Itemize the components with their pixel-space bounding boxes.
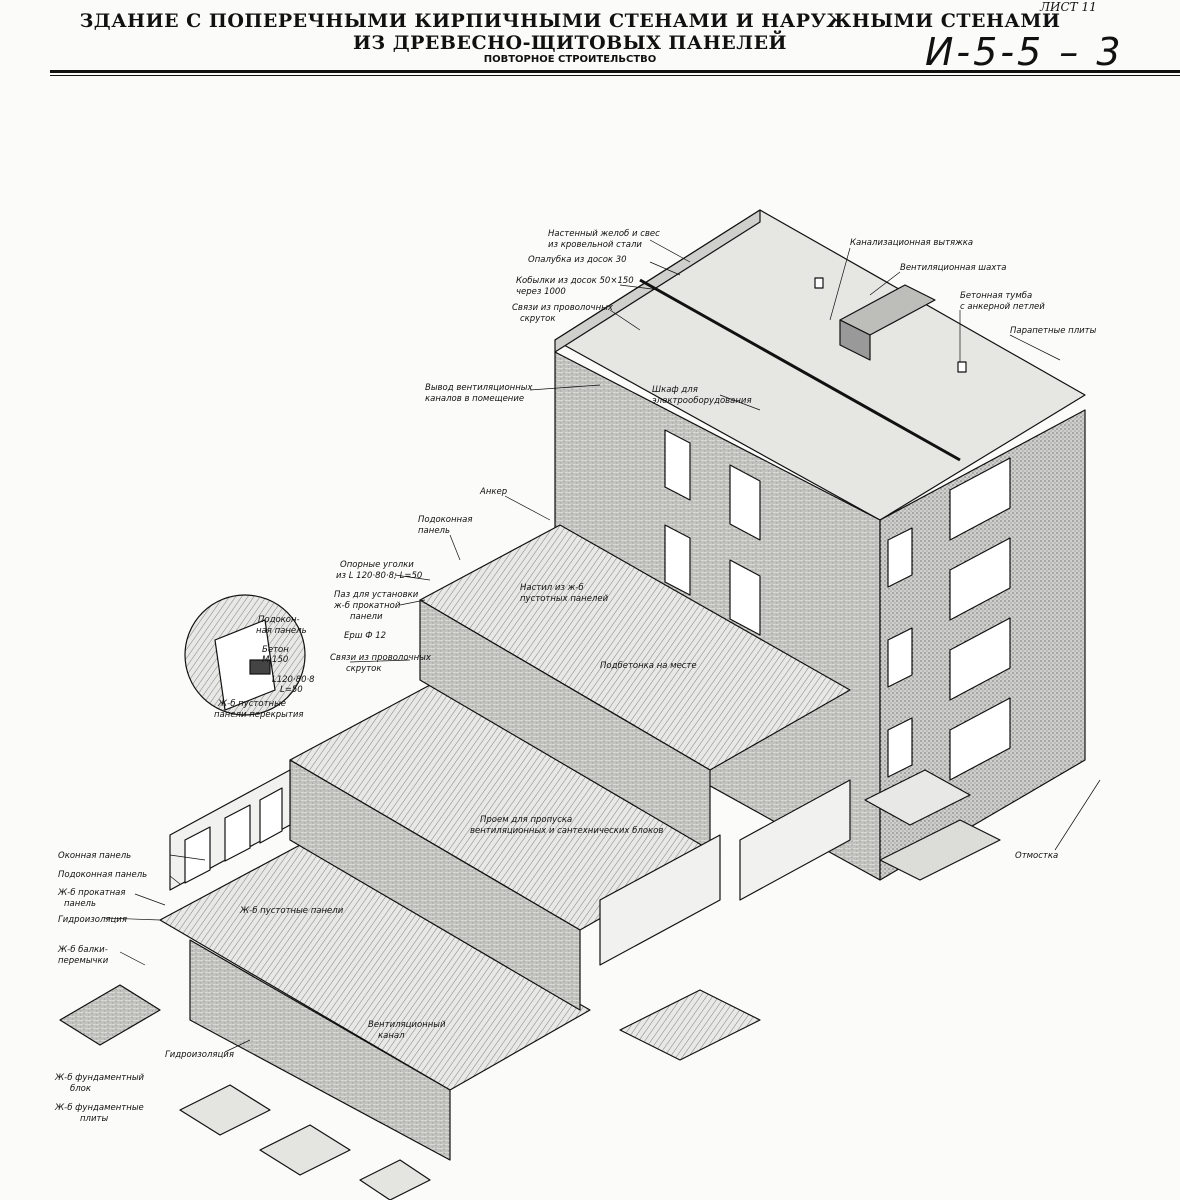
label-vent-outlet: Вывод вентиляционных: [425, 383, 533, 393]
label-beams-2: перемычки: [58, 956, 109, 966]
section-detail: [184, 594, 306, 716]
label-ruff: Ерш Ф 12: [344, 631, 386, 641]
label-groove: Паз для установки: [334, 590, 419, 600]
detail-label-angle-2: L=50: [280, 685, 303, 695]
label-beams: Ж-б балки-: [57, 945, 108, 955]
end-wall-windows: [887, 457, 1011, 781]
label-rolled-panel-2: панель: [64, 899, 96, 909]
sheet-number: ЛИСТ 11: [1040, 0, 1097, 14]
detail-label-concrete: Бетон: [262, 645, 289, 655]
label-waterproofing-low: Гидроизоляция: [165, 1050, 234, 1060]
label-foundation-block-2: блок: [70, 1084, 92, 1094]
subtitle: ПОВТОРНОЕ СТРОИТЕЛЬСТВО: [483, 54, 657, 65]
label-foundation-plates: Ж-б фундаментные: [54, 1103, 144, 1113]
foundation-plate-2: [259, 1124, 351, 1176]
annotation-labels: Настенный желоб и свес из кровельной ста…: [54, 229, 1097, 1124]
detail-label-sill: Подокон-: [258, 615, 300, 625]
label-foundation-block: Ж-б фундаментный: [54, 1073, 145, 1083]
label-steel-angles-2: из L 120·80·8; L=50: [336, 571, 422, 581]
header-rule-thin: [50, 75, 1180, 76]
label-groove-2: ж-б прокатной: [333, 601, 401, 611]
foundation-plate-3: [359, 1159, 431, 1200]
label-concrete-pedestal: Бетонная тумба: [960, 291, 1032, 301]
label-sill-panel-left: Подоконная панель: [58, 870, 147, 880]
label-vent-outlet-2: каналов в помещение: [425, 394, 524, 404]
label-wire-ties-top-2: скруток: [520, 314, 556, 324]
label-gutter: Настенный желоб и свес: [548, 229, 660, 239]
detail-label-sill-2: ная панель: [256, 626, 307, 636]
label-blind-area: Отмостка: [1015, 851, 1058, 861]
leader-lines: [104, 239, 1101, 1053]
lower-wall: [189, 939, 451, 1161]
label-rolled-panel: Ж-б прокатная: [57, 888, 126, 898]
label-steel-angles: Опорные уголки: [340, 560, 414, 570]
label-anchor: Анкер: [479, 487, 507, 497]
foundation-block: [59, 984, 161, 1046]
label-wire-ties-top: Связи из проволочных: [512, 303, 614, 313]
label-opening: Проем для пропуска: [480, 815, 572, 825]
ground-section: [619, 989, 761, 1061]
label-electric-cabinet-2: электрооборудования: [652, 396, 752, 406]
label-foundation-plates-2: плиты: [80, 1114, 108, 1124]
entrance-canopy: [864, 769, 971, 826]
label-hollow-panels-low: Ж-б пустотные панели: [239, 906, 344, 916]
label-window-panel: Оконная панель: [58, 851, 131, 861]
label-sewer-vent: Канализационная вытяжка: [850, 238, 973, 248]
header-rule-thick: [50, 70, 1180, 73]
label-vent-channel: Вентиляционный: [368, 1020, 446, 1030]
label-rafters-2: через 1000: [516, 287, 566, 297]
label-grouting: Подбетонка на месте: [600, 661, 697, 671]
label-wire-ties: Связи из проволочных: [330, 653, 432, 663]
side-wall-windows: [664, 429, 761, 636]
title-line-2: ИЗ ДРЕВЕСНО-ЩИТОВЫХ ПАНЕЛЕЙ: [352, 32, 788, 54]
label-electric-cabinet: Шкаф для: [652, 385, 698, 395]
label-groove-3: панели: [350, 612, 383, 622]
detail-label-angle: L120·80·8: [272, 675, 315, 685]
label-wire-ties-2: скруток: [346, 664, 382, 674]
label-opening-2: вентиляционных и сантехнических блоков: [470, 826, 663, 836]
detail-label-slabs-2: панели перекрытия: [214, 710, 303, 720]
label-waterproofing: Гидроизоляция: [58, 915, 127, 925]
label-hollow-slabs-2: пустотных панелей: [520, 594, 609, 604]
label-vent-shaft: Вентиляционная шахта: [900, 263, 1006, 273]
label-rafters: Кобылки из досок 50×150: [516, 276, 634, 286]
title-line-1: ЗДАНИЕ С ПОПЕРЕЧНЫМИ КИРПИЧНЫМИ СТЕНАМИ …: [79, 10, 1061, 32]
parapet-left: [554, 209, 761, 353]
label-boarding: Опалубка из досок 30: [528, 255, 627, 265]
label-concrete-pedestal-2: с анкерной петлей: [960, 302, 1045, 312]
detail-label-concrete-2: М 150: [262, 655, 288, 665]
label-sill-panel-2: панель: [418, 526, 450, 536]
label-parapet-plates: Парапетные плиты: [1010, 326, 1097, 336]
foundation-plate-1: [179, 1084, 271, 1136]
front-window-band: [739, 779, 851, 901]
building-structure: [59, 209, 1086, 1200]
floor-slab-lower: [159, 844, 591, 1091]
label-hollow-slabs: Настил из ж-б: [520, 583, 584, 593]
detail-label-slabs: Ж-б пустотные: [217, 699, 286, 709]
label-vent-channel-2: канал: [378, 1031, 405, 1041]
label-sill-panel: Подоконная: [418, 515, 472, 525]
project-code: И-5-5 – 3: [925, 30, 1124, 74]
label-gutter-2: из кровельной стали: [548, 240, 642, 250]
